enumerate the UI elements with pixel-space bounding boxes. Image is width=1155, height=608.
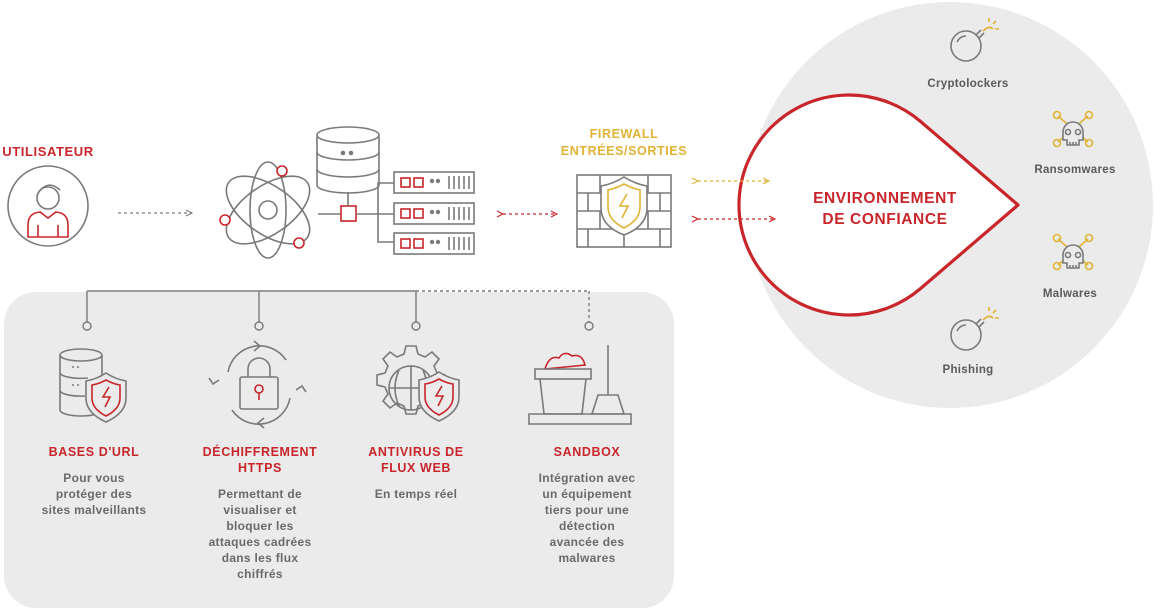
gear-globe-shield-icon (376, 345, 460, 422)
bomb-icon (950, 307, 999, 351)
padlock-cycle-icon (208, 340, 307, 429)
feature-desc: bloquer les (226, 519, 293, 533)
threat-label: Phishing (943, 364, 994, 376)
trust-label-line2: DE CONFIANCE (822, 211, 947, 228)
feature-desc: En temps réel (375, 487, 458, 501)
database-shield-icon (59, 348, 127, 423)
feature-desc: visualiser et (223, 503, 296, 517)
features-panel (4, 292, 674, 608)
threat-ransomwares: Ransomwares (1034, 110, 1115, 176)
feature-desc: détection (559, 519, 615, 533)
server-rack-icon (393, 171, 475, 255)
feature-https-decryption: DÉCHIFFREMENT HTTPS Permettant de visual… (203, 340, 318, 581)
user-icon (7, 165, 89, 247)
feature-desc: chiffrés (237, 567, 283, 581)
feature-desc: protéger des (56, 487, 132, 501)
feature-web-antivirus: ANTIVIRUS DE FLUX WEB En temps réel (368, 345, 463, 501)
feature-connectors (82, 290, 594, 331)
feature-title: HTTPS (238, 461, 282, 475)
feature-title: ANTIVIRUS DE (368, 445, 463, 459)
feature-desc: malwares (558, 551, 615, 565)
feature-title: SANDBOX (554, 445, 621, 459)
atom-icon (219, 161, 311, 259)
feature-desc: Pour vous (63, 471, 124, 485)
sandbox-bucket-icon (528, 345, 632, 425)
feature-desc: tiers pour une (545, 503, 629, 517)
threat-phishing: Phishing (943, 307, 999, 376)
feature-sandbox: SANDBOX Intégration avec un équipement t… (528, 345, 636, 565)
brick-wall-shield-icon (576, 174, 672, 248)
trust-label-line1: ENVIRONNEMENT (813, 190, 957, 207)
threat-label: Ransomwares (1034, 164, 1115, 176)
skull-icon (1052, 233, 1094, 271)
feature-desc: dans les flux (222, 551, 299, 565)
firewall-node: FIREWALL ENTRÉES/SORTIES (561, 127, 687, 248)
feature-desc: avancée des (550, 535, 625, 549)
trust-environment: ENVIRONNEMENT DE CONFIANCE (737, 93, 1020, 317)
firewall-label-line1: FIREWALL (590, 127, 659, 141)
feature-title: DÉCHIFFREMENT (203, 444, 318, 459)
bomb-icon (950, 18, 999, 62)
feature-title: FLUX WEB (381, 461, 451, 475)
threat-label: Malwares (1043, 288, 1097, 300)
database-icon (316, 126, 380, 194)
feature-title: BASES D'URL (49, 445, 140, 459)
feature-desc: attaques cadrées (209, 535, 312, 549)
user-node: UTILISATEUR (2, 144, 94, 247)
feature-desc: Permettant de (218, 487, 302, 501)
proxy-node (219, 126, 475, 259)
feature-url-database: BASES D'URL Pour vous protéger des sites… (42, 348, 147, 517)
feature-desc: sites malveillants (42, 503, 147, 517)
feature-desc: Intégration avec (539, 471, 636, 485)
firewall-label-line2: ENTRÉES/SORTIES (561, 143, 687, 158)
user-label: UTILISATEUR (2, 144, 94, 159)
feature-desc: un équipement (542, 487, 631, 501)
skull-icon (1052, 110, 1094, 148)
threat-cryptolockers: Cryptolockers (927, 18, 1008, 90)
threat-malwares: Malwares (1043, 233, 1097, 300)
threat-label: Cryptolockers (927, 78, 1008, 90)
